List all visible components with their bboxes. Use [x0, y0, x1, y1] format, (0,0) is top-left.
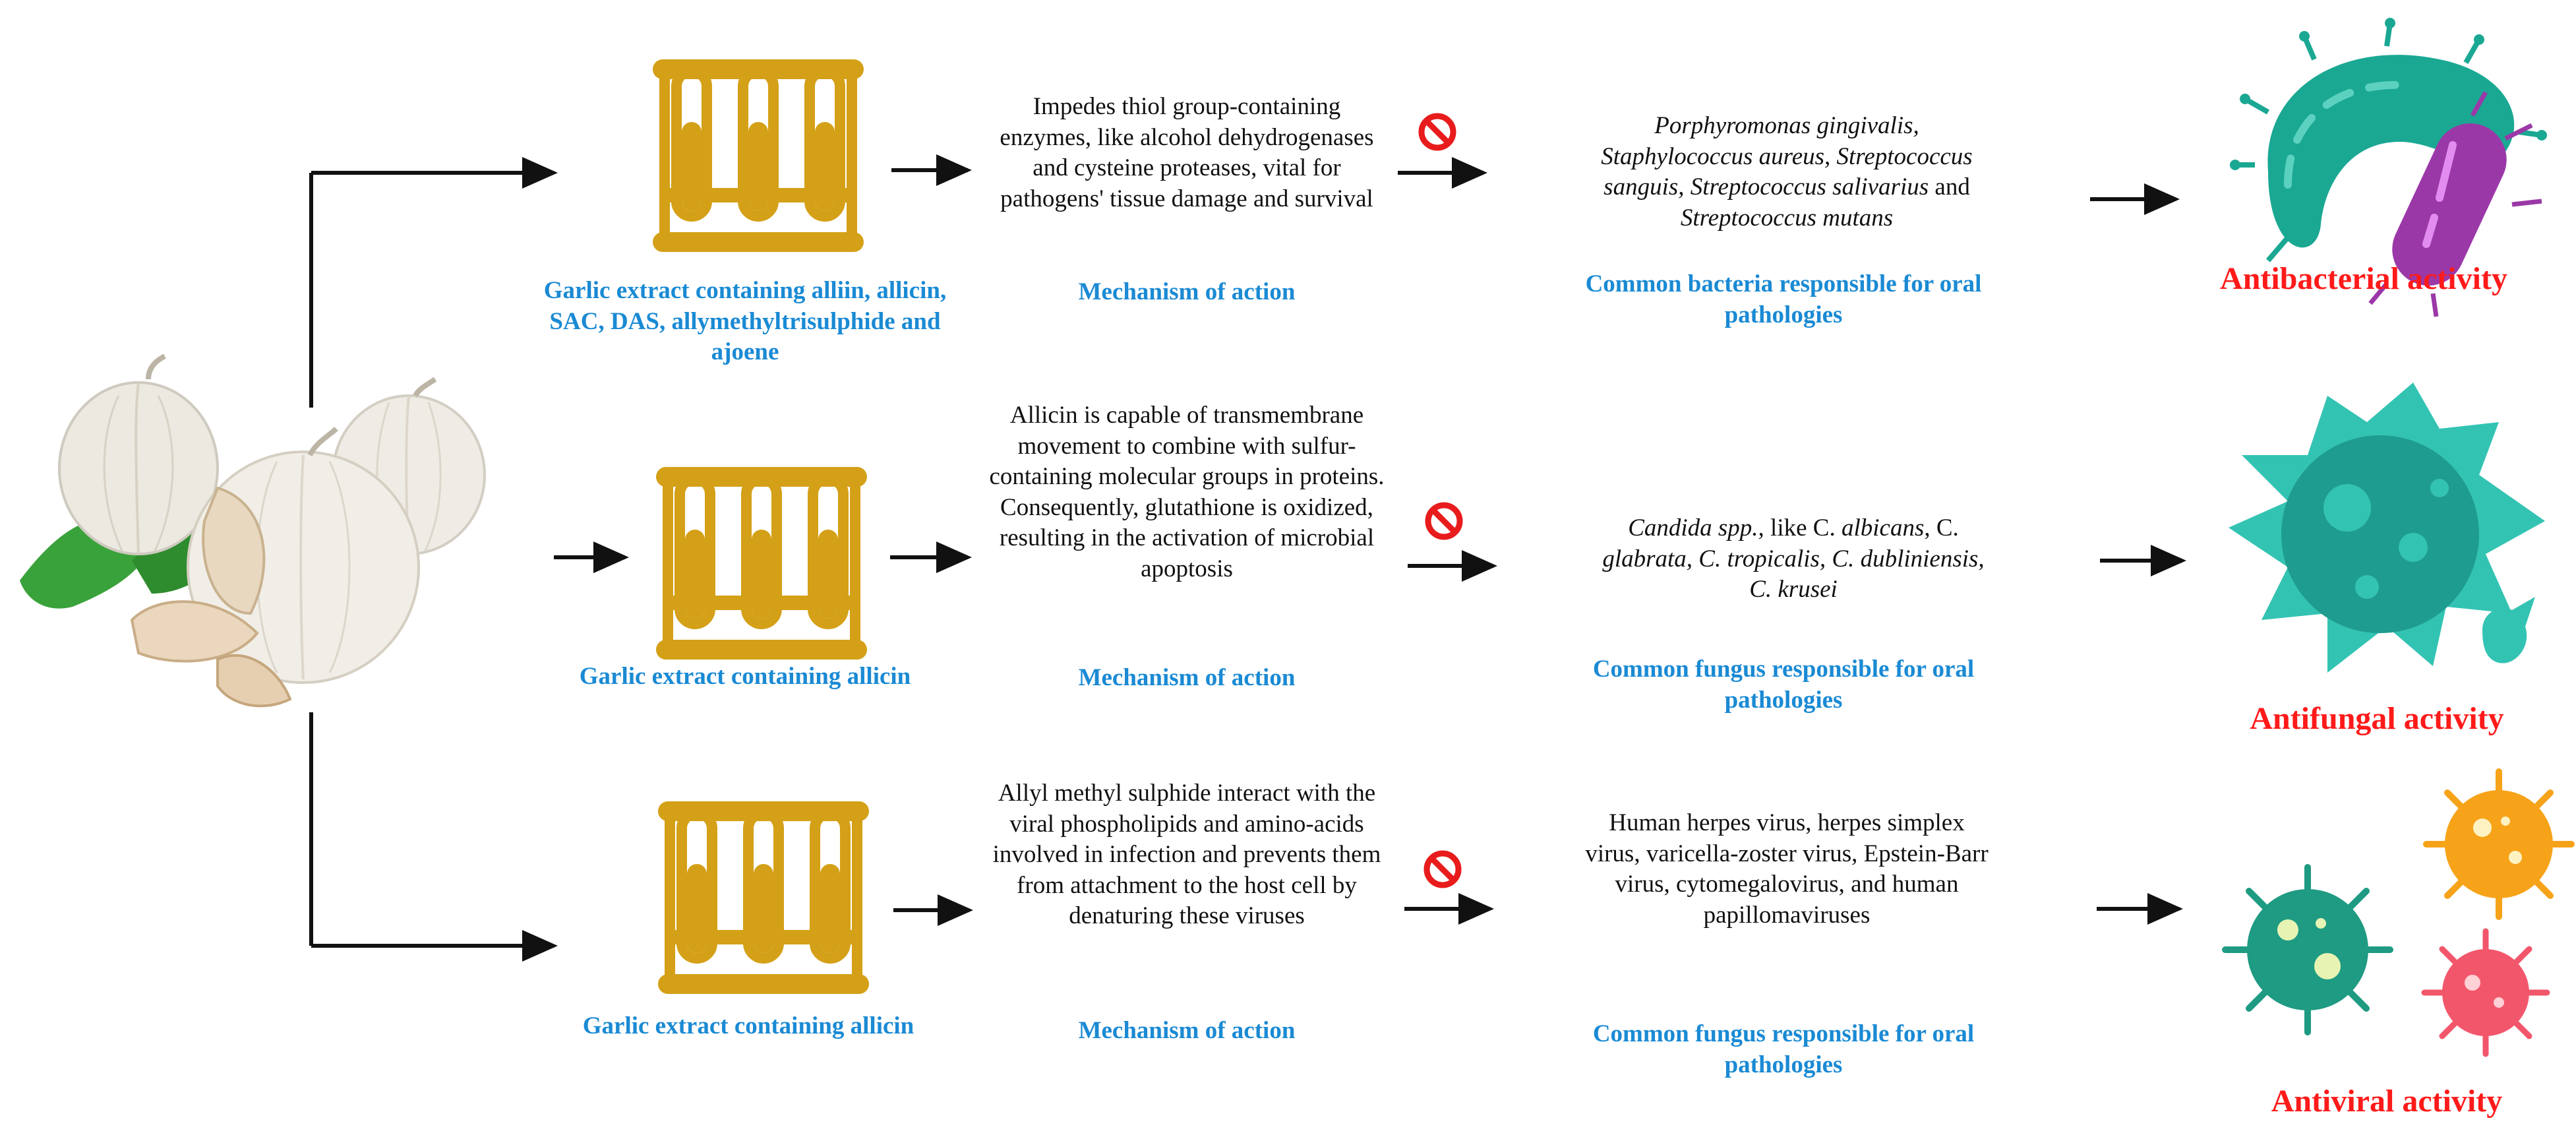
pathogen-connector: and — [1929, 173, 1970, 201]
pathogen-connector: , C. — [1924, 514, 1959, 541]
pathogen-name: sanguis, Streptococcus salivarius — [1603, 173, 1929, 201]
mechanism-text: Allyl methyl sulphide interact with the … — [992, 780, 1381, 930]
pathogen-list: Candida spp., like C. albicans, C. glabr… — [1523, 513, 2064, 605]
pathogen-name: Staphylococcus aureus, Streptococcus — [1601, 142, 1973, 170]
garlic-illustration — [20, 354, 486, 708]
extract-label: Garlic extract containing alliin, allici… — [543, 277, 947, 366]
fungus-icon — [2229, 383, 2545, 673]
prohibition-icon — [1428, 505, 1460, 537]
pathogen-label: Common fungus responsible for oral patho… — [1592, 1020, 1975, 1078]
pathogen-name: Streptococcus mutans — [1680, 204, 1894, 231]
pathogen-name: Porphyromonas gingivalis, — [1654, 112, 1919, 139]
mechanism-label: Mechanism of action — [1078, 1017, 1296, 1044]
pathogen-name: albicans — [1841, 514, 1925, 541]
mechanism-label: Mechanism of action — [1078, 278, 1296, 305]
pathogen-name: Candida spp., — [1628, 514, 1764, 541]
bacteria-icon — [2230, 18, 2547, 317]
mechanism-text: Impedes thiol group-containing enzymes, … — [1000, 93, 1374, 212]
test-tube-rack-icon — [653, 59, 864, 252]
pathogen-label: Common bacteria responsible for oral pat… — [1585, 270, 1982, 328]
pathogen-list: Human herpes virus, herpes simplex virus… — [1585, 809, 1989, 929]
pathogen-name: glabrata, C. tropicalis, C. dubliniensis… — [1602, 545, 1985, 572]
test-tube-rack-icon — [656, 467, 867, 660]
pathogen-label: Common fungus responsible for oral patho… — [1592, 656, 1975, 714]
prohibition-icon — [1427, 853, 1458, 885]
pathogen-connector: like C. — [1764, 514, 1842, 541]
test-tube-rack-icon — [658, 801, 869, 994]
pathogen-name: C. krusei — [1749, 576, 1838, 603]
extract-label: Garlic extract containing allicin — [579, 663, 911, 690]
activity-label: Antifungal activity — [2250, 701, 2504, 736]
prohibition-icon — [1422, 116, 1453, 148]
mechanism-label: Mechanism of action — [1078, 664, 1296, 691]
pathogen-list: Porphyromonas gingivalis, Staphylococcus… — [1510, 111, 2064, 233]
activity-label: Antibacterial activity — [2220, 261, 2507, 296]
extract-label: Garlic extract containing allicin — [582, 1012, 914, 1039]
mechanism-text: Allicin is capable of transmembrane move… — [989, 402, 1385, 583]
activity-label: Antiviral activity — [2271, 1084, 2503, 1119]
virus-icon — [2222, 768, 2575, 1057]
